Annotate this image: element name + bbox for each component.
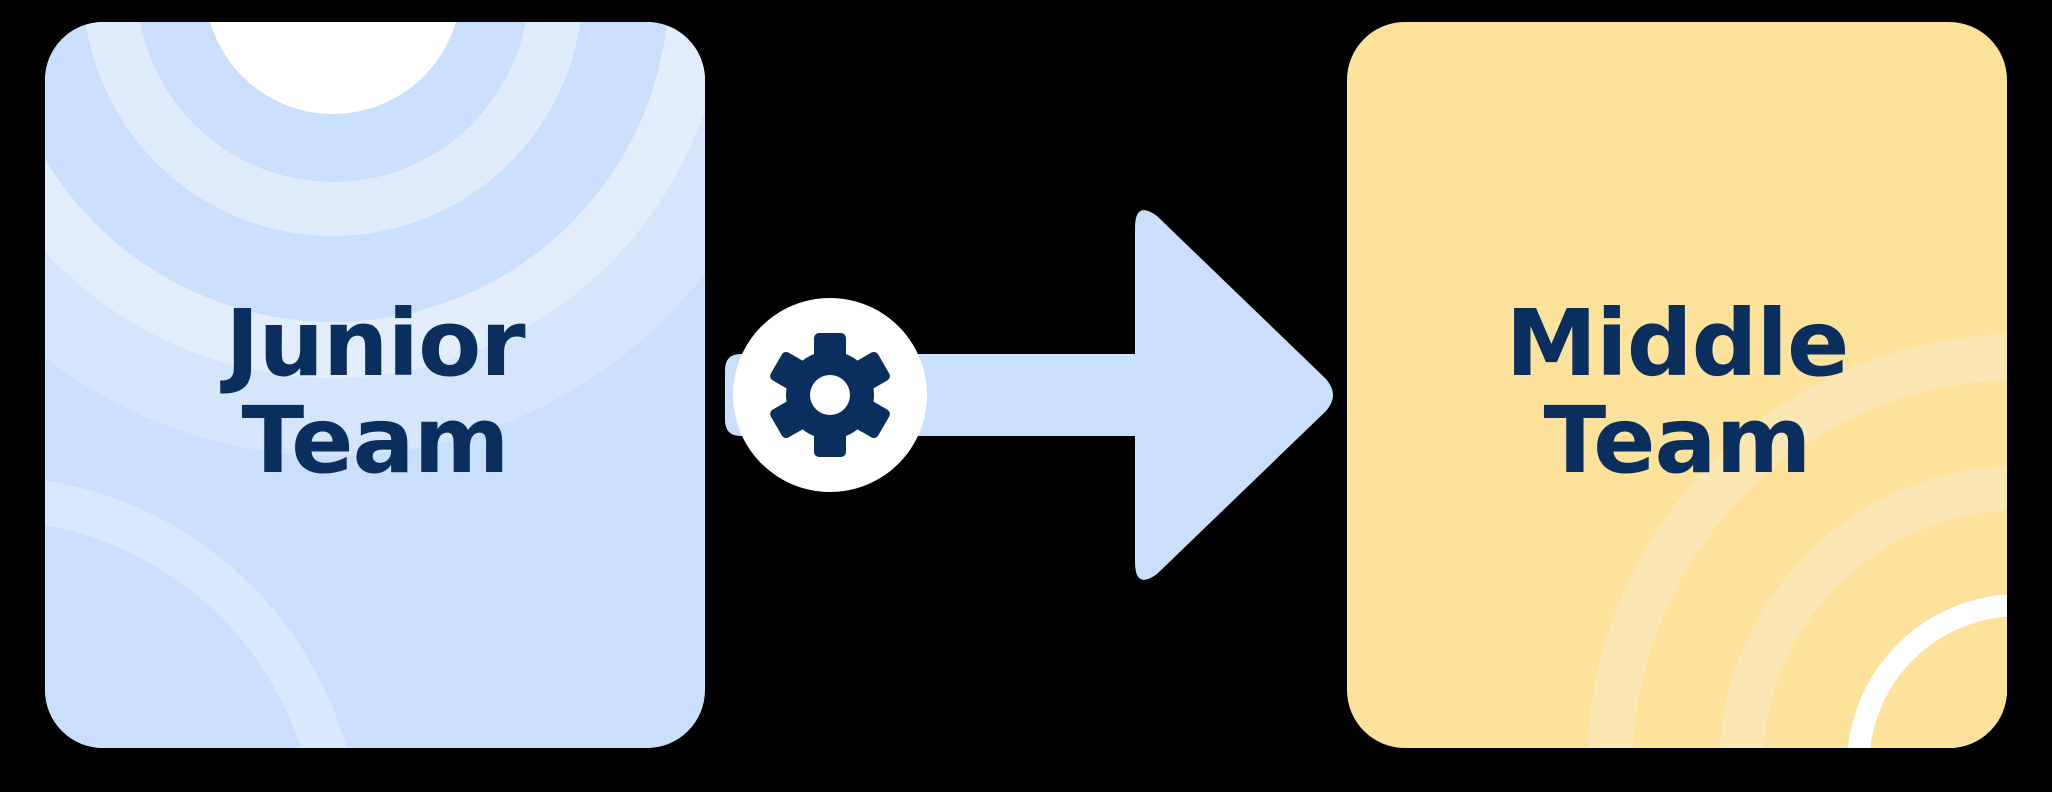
junior-team-card[interactable]: Junior Team <box>45 22 705 748</box>
arrow-shape <box>725 210 1333 580</box>
middle-team-label: Middle Team <box>1505 290 1850 494</box>
middle-team-card[interactable]: Middle Team <box>1347 22 2007 748</box>
gear-badge-circle <box>733 298 927 492</box>
gear-icon-glyph <box>770 333 890 457</box>
junior-team-label: Junior Team <box>225 290 525 494</box>
transition-connector <box>705 160 1345 640</box>
